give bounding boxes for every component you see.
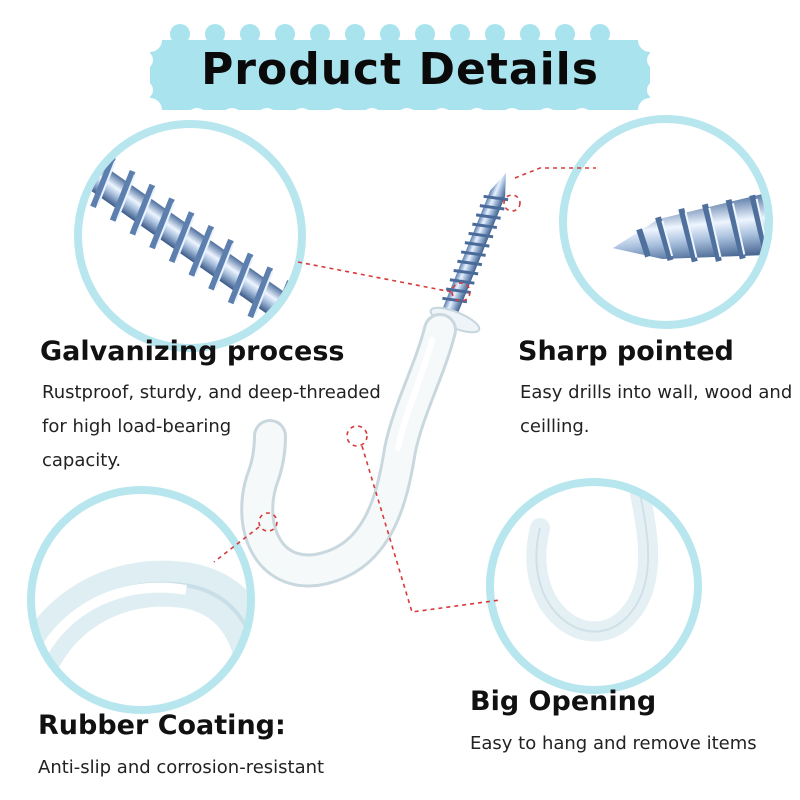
rubber-coating-detail-circle <box>27 486 255 714</box>
big-opening-line: Easy to hang and remove items <box>470 733 757 754</box>
galvanizing-line: for high load-bearing <box>42 416 232 437</box>
galvanizing-line: Rustproof, sturdy, and deep-threaded <box>42 382 381 403</box>
sharp-tip-detail-circle <box>559 115 773 329</box>
leader-lines <box>213 167 596 613</box>
cup-hook <box>240 172 509 588</box>
galvanizing-description: Rustproof, sturdy, and deep-threaded for… <box>42 376 382 478</box>
big-opening-title: Big Opening <box>470 686 657 717</box>
sharp-pointed-line: ceilling. <box>520 416 590 437</box>
galvanized-thread-detail-circle <box>74 120 306 352</box>
sharp-pointed-line: Easy drills into wall, wood and <box>520 382 793 403</box>
rubber-coating-line: Anti-slip and corrosion-resistant <box>38 757 325 778</box>
galvanizing-title: Galvanizing process <box>40 336 345 367</box>
sharp-pointed-title: Sharp pointed <box>518 336 734 367</box>
rubber-coating-title: Rubber Coating: <box>38 710 286 741</box>
page-title: Product Details <box>201 44 599 95</box>
big-opening-detail-circle <box>486 478 702 694</box>
sharp-pointed-description: Easy drills into wall, wood and ceilling… <box>520 376 800 444</box>
big-opening-description: Easy to hang and remove items <box>470 727 790 761</box>
rubber-coating-description: Anti-slip and corrosion-resistant <box>38 751 358 785</box>
galvanizing-line: capacity. <box>42 450 122 471</box>
banner-background <box>135 24 665 128</box>
